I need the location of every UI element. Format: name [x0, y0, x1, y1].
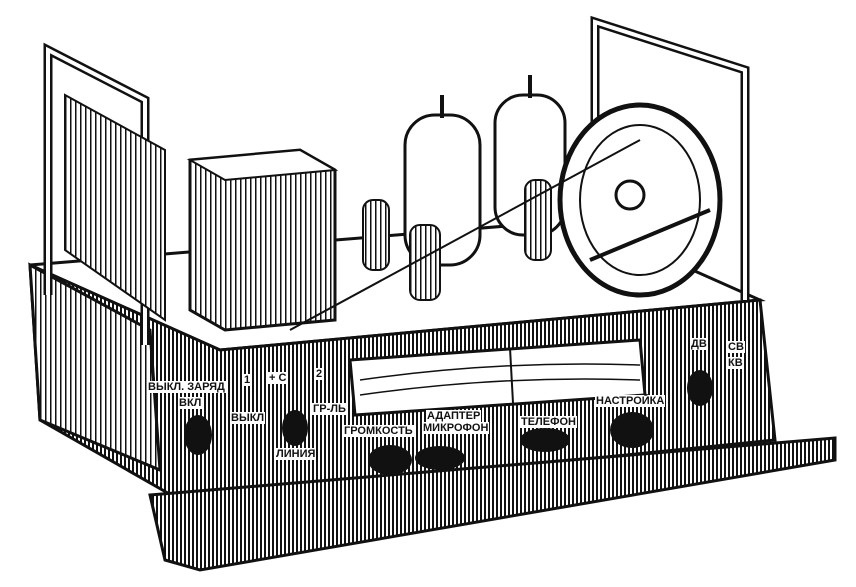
adapter-jack[interactable] — [415, 446, 465, 470]
label-line: ЛИНИЯ — [275, 448, 317, 460]
label-off: ВЫКЛ — [230, 412, 266, 424]
vacuum-tube-1 — [362, 199, 390, 271]
power-switch[interactable] — [184, 415, 212, 455]
label-tuning: НАСТРОЙКА — [595, 395, 666, 407]
label-gr-l: ГР-ЛЬ — [312, 403, 347, 415]
label-dv: ДВ — [690, 338, 708, 350]
volume-knob[interactable] — [368, 445, 412, 475]
vacuum-tube-2 — [409, 224, 441, 301]
label-1: 1 — [243, 374, 252, 386]
vacuum-tube-3 — [524, 179, 552, 261]
label-off-charge: ВЫКЛ. ЗАРЯД — [147, 381, 226, 393]
label-2: 2 — [315, 368, 324, 380]
tuning-knob[interactable] — [610, 412, 654, 448]
label-adapter: АДАПТЕР — [426, 410, 482, 422]
circuit-board — [64, 93, 166, 322]
left-side — [28, 262, 162, 473]
label-plus-c: + С — [268, 372, 288, 384]
label-on: ВКЛ — [178, 397, 203, 409]
line-switch[interactable] — [282, 410, 308, 446]
phone-jack[interactable] — [520, 428, 570, 452]
band-switch[interactable] — [687, 370, 713, 406]
label-kv: КВ — [727, 357, 744, 369]
label-volume: ГРОМКОСТЬ — [343, 425, 414, 437]
label-microphone: МИКРОФОН — [422, 422, 490, 434]
label-sv: СВ — [727, 341, 745, 353]
label-phone: ТЕЛЕФОН — [520, 416, 577, 428]
front-lid — [148, 436, 837, 572]
